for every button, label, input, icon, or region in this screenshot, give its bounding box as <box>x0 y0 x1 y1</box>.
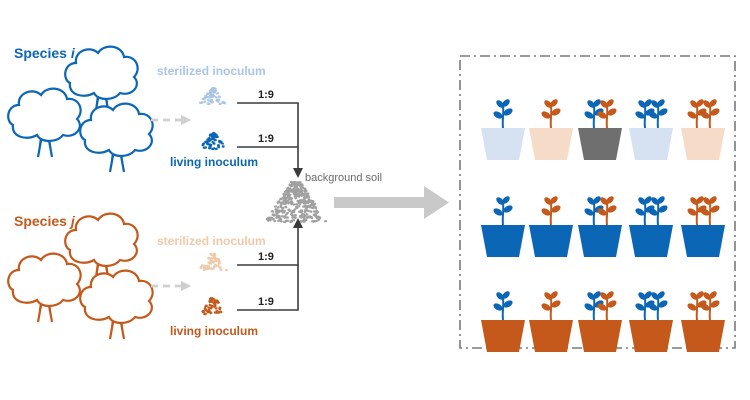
seedling-icon <box>700 291 720 321</box>
pots-grid <box>481 99 725 352</box>
pot <box>681 291 725 352</box>
seedling-icon <box>687 291 707 321</box>
pot-icon <box>629 225 673 257</box>
seedling-icon <box>541 196 561 226</box>
pot-icon <box>629 128 673 160</box>
seedling-icon <box>648 291 668 321</box>
tree-icon <box>79 102 154 173</box>
pot-icon <box>578 225 622 257</box>
species-i-label: Species i <box>14 45 76 61</box>
seedling-icon <box>597 196 617 226</box>
pot-icon <box>681 225 725 257</box>
pot <box>578 291 622 352</box>
ratio-label: 1:9 <box>258 89 274 101</box>
seedling-icon <box>493 291 513 321</box>
seedling-icon <box>541 291 561 321</box>
tree-icon <box>79 269 154 340</box>
tree-icon <box>7 87 82 158</box>
pot-icon <box>629 320 673 352</box>
pot <box>629 99 673 160</box>
dashed-arrows <box>151 115 191 291</box>
ratio-label: 1:9 <box>258 251 274 263</box>
living-inoculum-j-icon <box>201 296 223 316</box>
pot <box>629 196 673 257</box>
species-i-trees <box>7 45 154 173</box>
living-inoculum-i-label: living inoculum <box>170 155 258 169</box>
pot-icon <box>529 225 573 257</box>
dashed-arrow-icon <box>151 281 191 291</box>
mixing-lines <box>237 102 299 311</box>
living-inoculum-j-label: living inoculum <box>170 324 258 338</box>
sterilized-inoculum-j-label: sterilized inoculum <box>157 234 266 248</box>
pot-icon <box>481 320 525 352</box>
pot-icon <box>481 128 525 160</box>
pot <box>529 196 573 257</box>
pot <box>481 99 525 160</box>
seedling-icon <box>597 291 617 321</box>
living-inoculum-i-icon <box>201 131 225 151</box>
seedling-icon <box>597 99 617 129</box>
tree-icon <box>7 252 82 323</box>
pot-icon <box>578 128 622 160</box>
ratio-label: 1:9 <box>258 296 274 308</box>
background-soil-label: background soil <box>305 172 382 184</box>
seedling-icon <box>493 99 513 129</box>
pot <box>481 291 525 352</box>
ratio-label: 1:9 <box>258 133 274 145</box>
pot <box>578 196 622 257</box>
pot <box>481 196 525 257</box>
pot <box>629 291 673 352</box>
pot-icon <box>529 128 573 160</box>
seedling-icon <box>541 99 561 129</box>
seedling-icon <box>493 196 513 226</box>
seedling-icon <box>584 291 604 321</box>
seedling-icon <box>584 99 604 129</box>
pot <box>529 99 573 160</box>
sterilized-inoculum-i-icon <box>199 86 227 106</box>
pot-icon <box>529 320 573 352</box>
up-arrowhead <box>293 218 303 228</box>
seedling-icon <box>700 196 720 226</box>
sterilized-inoculum-i-label: sterilized inoculum <box>157 64 266 78</box>
seedling-icon <box>700 99 720 129</box>
dashed-arrow-icon <box>151 115 191 125</box>
big-arrow <box>334 186 449 219</box>
pot <box>681 99 725 160</box>
seedling-icon <box>648 196 668 226</box>
pot-icon <box>481 225 525 257</box>
pot-icon <box>578 320 622 352</box>
down-arrowhead <box>293 168 303 178</box>
pot-icon <box>681 128 725 160</box>
species-j-trees <box>7 212 154 340</box>
sterilized-inoculum-j-icon <box>199 252 228 272</box>
pot-icon <box>681 320 725 352</box>
seedling-icon <box>648 99 668 129</box>
background-soil-icon <box>265 180 328 224</box>
pot <box>578 99 622 160</box>
pot <box>529 291 573 352</box>
species-j-label: Species j <box>14 213 76 229</box>
pot <box>681 196 725 257</box>
